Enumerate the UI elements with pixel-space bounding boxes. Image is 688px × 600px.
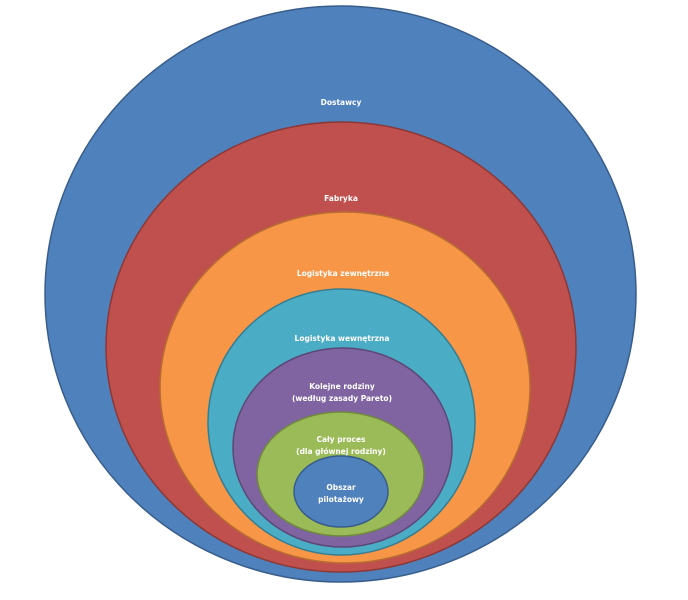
label-dostawcy: Dostawcy (321, 98, 362, 107)
label-obszar-pilotazowy-line2: pilotażowy (318, 495, 364, 504)
label-kolejne-rodziny-line2: (według zasady Pareto) (292, 394, 392, 403)
label-logistyka-zewnetrzna: Logistyka zewnętrzna (297, 269, 389, 278)
ellipse-obszar-pilotazowy (293, 455, 389, 528)
label-caly-proces-line1: Cały proces (316, 435, 366, 444)
layer-obszar-pilotazowy: Obszar pilotażowy (293, 455, 389, 528)
label-caly-proces-line2: (dla głównej rodziny) (296, 447, 386, 456)
label-logistyka-wewnetrzna: Logistyka wewnętrzna (295, 334, 390, 343)
label-obszar-pilotazowy-line1: Obszar (326, 483, 356, 492)
label-kolejne-rodziny-line1: Kolejne rodziny (309, 382, 375, 391)
label-fabryka: Fabryka (324, 194, 358, 203)
